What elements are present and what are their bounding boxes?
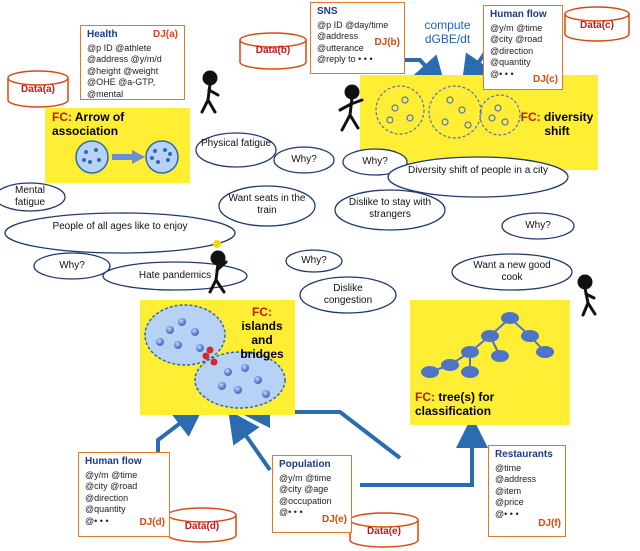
sns-box: SNS DJ(b) @p ID @day/time @address @utte…	[310, 2, 405, 74]
sns-title: SNS	[317, 6, 338, 17]
bubble-mental-fatigue: Mental fatigue	[14, 185, 46, 208]
fc-diversity-text: diversity shift	[543, 110, 594, 138]
restaurants-line: @address	[495, 474, 537, 484]
bubble-all-ages: People of all ages like to enjoy	[52, 221, 188, 232]
data-b-label: Data(b)	[255, 45, 291, 56]
fc-arrow-label: FC: Arrow of association	[52, 110, 187, 138]
human-flow-d-dj: DJ(d)	[139, 517, 165, 528]
tree-graphic	[421, 312, 554, 378]
fc-tree-label: FC: tree(s) for classification	[415, 390, 565, 418]
sns-dj: DJ(b)	[374, 37, 400, 48]
fc-tree-panel	[410, 300, 570, 425]
bubble-why: Why?	[291, 154, 317, 165]
population-title: Population	[279, 459, 331, 470]
health-title: Health	[87, 29, 118, 40]
bubble-dislike-strangers: Dislike to stay with strangers	[348, 197, 432, 220]
compute-line: compute	[424, 18, 471, 32]
compute-line: dGBE/dt	[424, 32, 471, 46]
human-flow-d-box: Human flow DJ(d) @y/m @time @city @road …	[78, 452, 170, 537]
association-graphic	[75, 140, 179, 174]
human-flow-d-line: @direction	[85, 492, 129, 503]
bubble-why: Why?	[301, 255, 327, 266]
human-flow-c-line: @city @road	[490, 34, 543, 44]
person-figures	[200, 70, 597, 317]
bubble-dislike-congestion: Dislike congestion	[323, 283, 373, 306]
sns-line: @p ID @day/time	[317, 19, 389, 30]
human-flow-c-line: @y/m @time	[490, 22, 543, 33]
fc-tree-text: tree(s) for classification	[415, 390, 495, 418]
restaurants-box: Restaurants DJ(f) @time @address @item @…	[488, 445, 566, 537]
restaurants-title: Restaurants	[495, 449, 553, 460]
health-line: @p ID @athlete	[87, 42, 152, 53]
human-flow-d-line: @y/m @time	[85, 469, 138, 480]
sns-line: @address	[317, 31, 359, 41]
bubble-hate-pandemics: Hate pandemics	[138, 270, 212, 281]
lightbulb-icon	[213, 240, 221, 248]
fc-prefix: FC:	[520, 110, 541, 124]
health-dj: DJ(a)	[152, 29, 178, 40]
population-line: @y/m @time	[279, 472, 332, 483]
diversity-clusters	[375, 85, 521, 139]
bubble-want-seats: Want seats in the train	[228, 193, 306, 216]
human-flow-c-title: Human flow	[490, 9, 547, 20]
bubble-diversity-shift: Diversity shift of people in a city	[407, 165, 549, 176]
restaurants-line: @price	[495, 497, 524, 507]
restaurants-line: @item	[495, 485, 522, 496]
population-line: @occupation	[279, 495, 332, 506]
fc-prefix: FC:	[52, 110, 72, 124]
human-flow-c-line: @direction	[490, 45, 534, 56]
health-line: @address @y/m/d	[87, 54, 162, 64]
speech-bubbles	[0, 132, 575, 314]
health-line: @height @weight	[87, 65, 159, 76]
fc-diversity-label: FC: diversity shift	[518, 110, 596, 138]
health-line: @OHE @a-GTP,	[87, 77, 156, 87]
human-flow-c-line: @quantity	[490, 57, 531, 67]
data-d-label: Data(d)	[184, 521, 220, 532]
fc-arrow-text: Arrow of association	[52, 110, 125, 138]
health-line: @mental	[87, 88, 124, 99]
fc-islands-text: islands and bridges	[240, 319, 284, 361]
population-dj: DJ(e)	[321, 514, 347, 525]
data-a-label: Data(a)	[21, 84, 55, 95]
sns-line: @reply to • • •	[317, 54, 373, 64]
restaurants-line: @time	[495, 462, 522, 473]
restaurants-line: @• • •	[495, 508, 519, 519]
bubble-why: Why?	[59, 260, 85, 271]
population-box: Population DJ(e) @y/m @time @city @age @…	[272, 455, 352, 533]
human-flow-d-title: Human flow	[85, 456, 142, 467]
sns-line: @utterance	[317, 42, 364, 53]
data-e-label: Data(e)	[367, 526, 401, 537]
human-flow-d-line: @• • •	[85, 515, 109, 526]
fc-islands-label: FC: islands and bridges	[232, 305, 292, 361]
restaurants-dj: DJ(f)	[538, 518, 561, 529]
health-box: Health DJ(a) @p ID @athlete @address @y/…	[80, 25, 185, 100]
data-c-label: Data(c)	[580, 20, 614, 31]
data-cylinders	[7, 6, 630, 548]
human-flow-c-box: Human flow DJ(c) @y/m @time @city @road …	[483, 5, 563, 90]
population-line: @• • •	[279, 507, 303, 517]
bubble-new-cook: Want a new good cook	[473, 260, 551, 283]
bubble-why: Why?	[525, 220, 551, 231]
islands-graphic	[144, 304, 286, 409]
human-flow-d-line: @quantity	[85, 504, 126, 514]
fc-prefix: FC:	[252, 305, 272, 319]
human-flow-d-line: @city @road	[85, 481, 138, 491]
compute-label: compute dGBE/dt	[415, 18, 480, 46]
population-line: @city @age	[279, 484, 329, 494]
human-flow-c-dj: DJ(c)	[532, 74, 558, 85]
bubble-why: Why?	[362, 156, 388, 167]
fc-prefix: FC:	[415, 390, 435, 404]
bubble-physical-fatigue: Physical fatigue	[200, 138, 272, 149]
human-flow-c-line: @• • •	[490, 68, 514, 79]
